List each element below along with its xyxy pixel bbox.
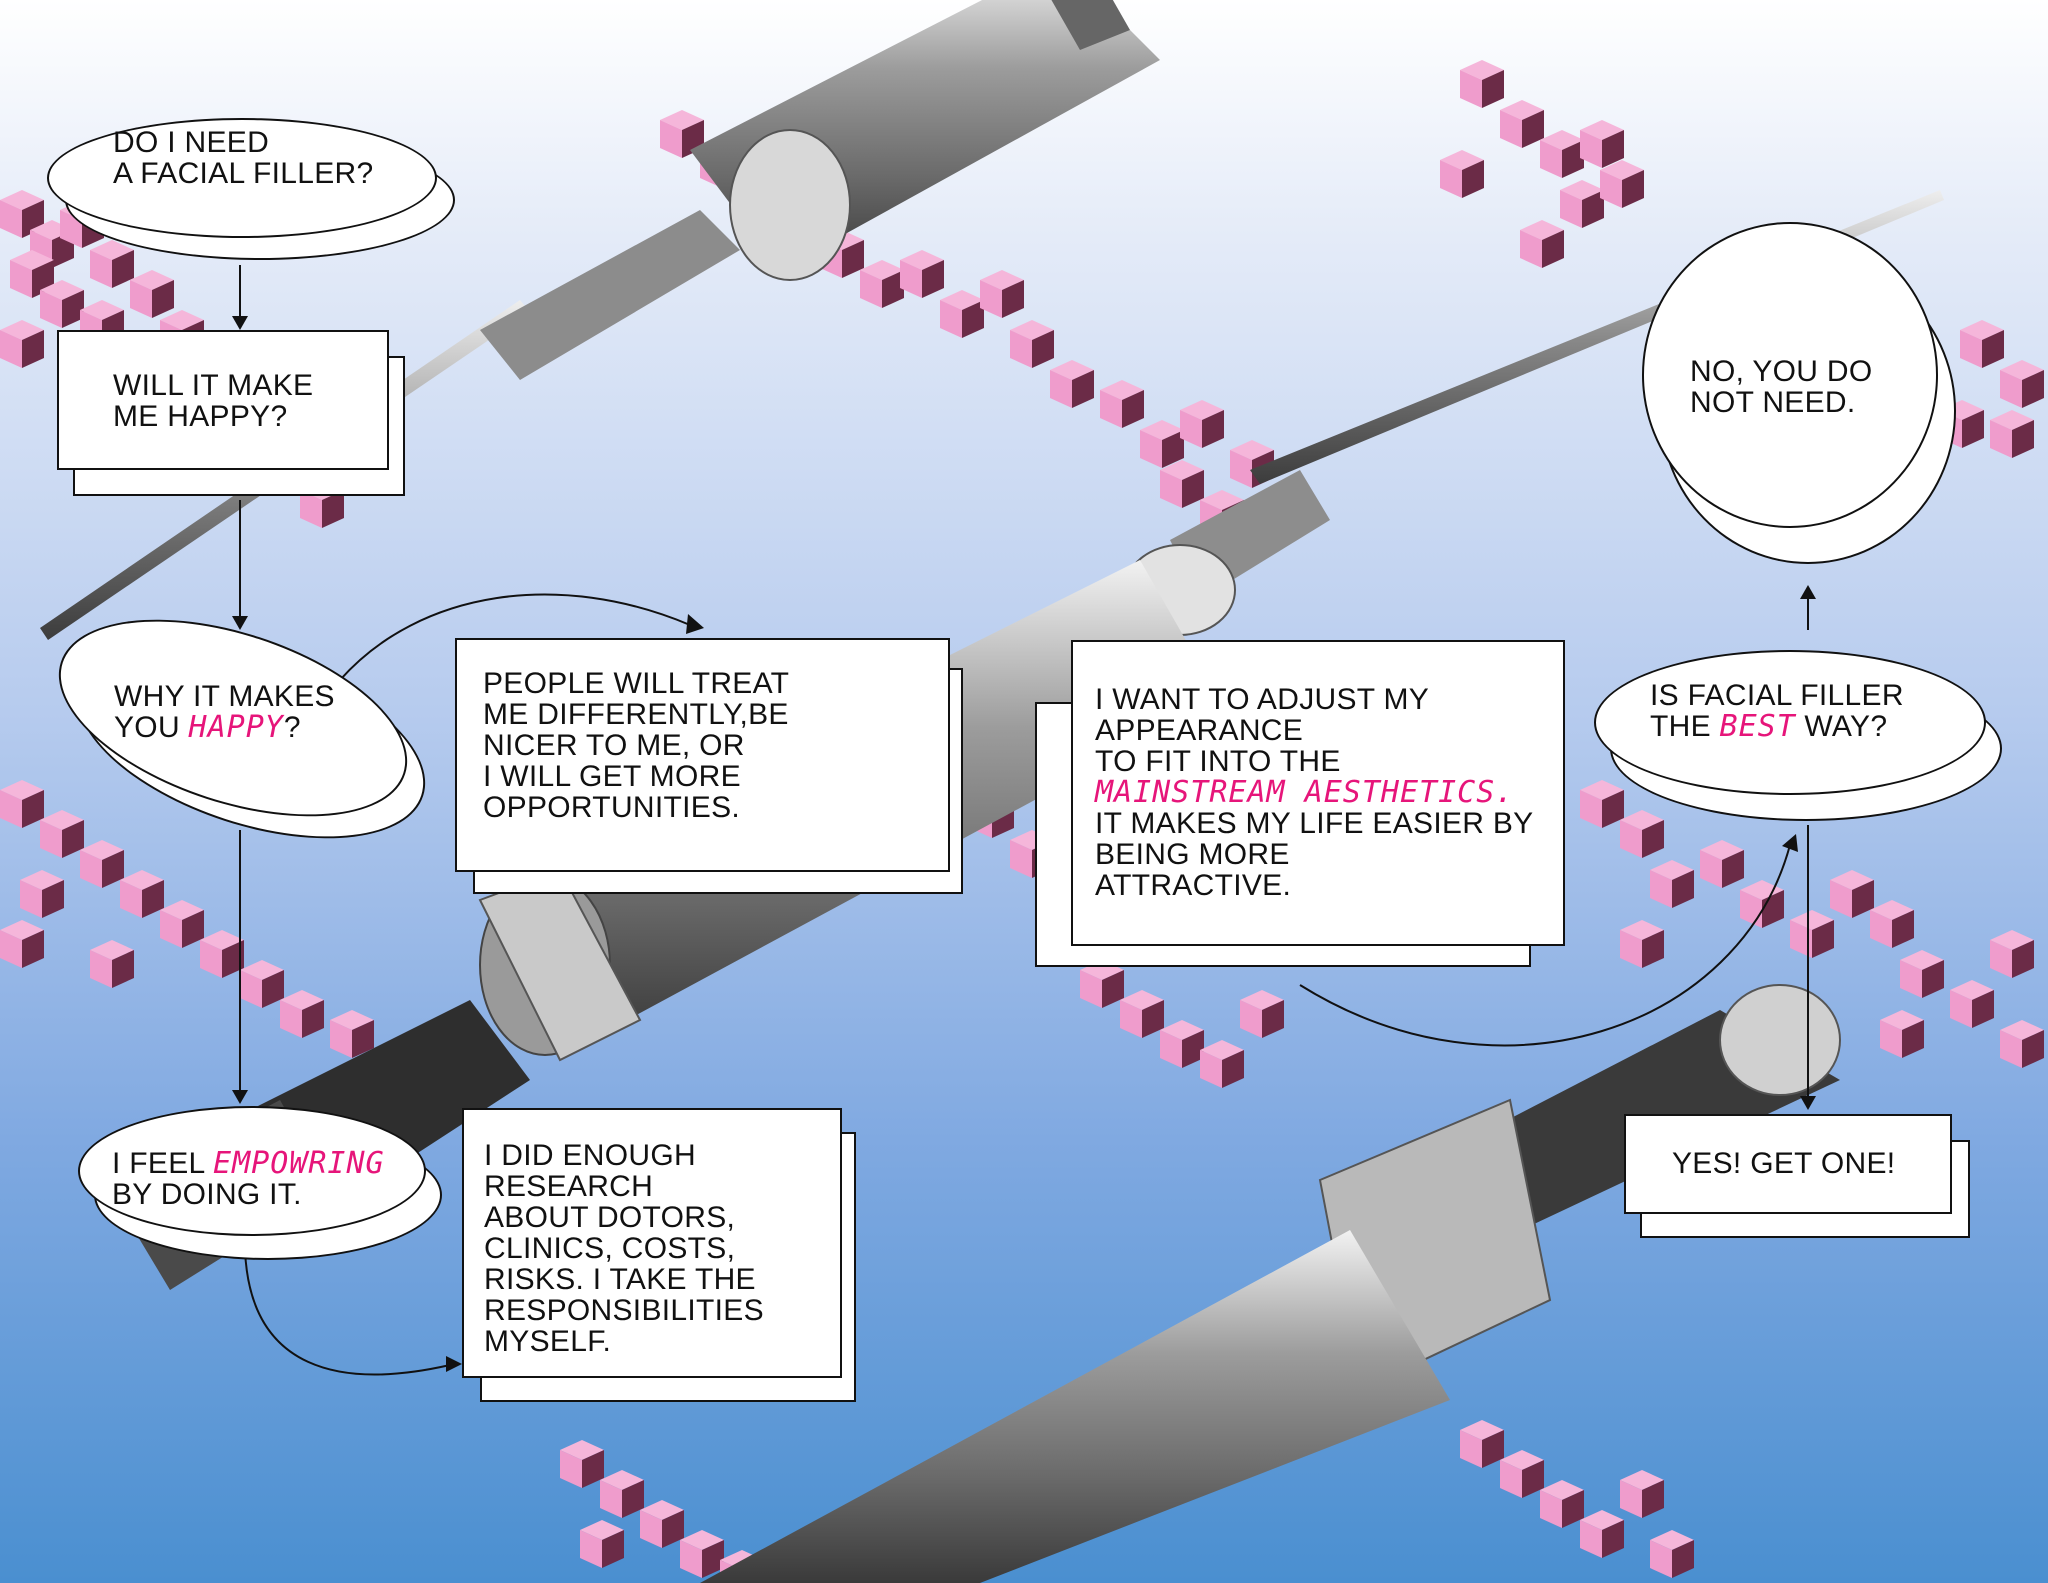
node-adjust-appearance: I WANT TO ADJUST MY APPEARANCE TO FIT IN… [1035, 638, 1575, 973]
node-shape [462, 1108, 842, 1378]
node-text: I WANT TO ADJUST MY APPEARANCE TO FIT IN… [1095, 684, 1534, 901]
node-text-pre: IS FACIAL FILLER THE [1650, 679, 1904, 743]
node-shape [57, 330, 389, 470]
node-best-way: IS FACIAL FILLER THE BEST WAY? [1592, 640, 2012, 830]
upper-syringe [40, 0, 1160, 640]
node-text: I FEEL EMPOWRING BY DOING IT. [112, 1146, 385, 1211]
node-yes-get-one: YES! GET ONE! [1622, 1112, 1977, 1242]
node-shape [1624, 1114, 1952, 1214]
node-people-treat: PEOPLE WILL TREAT ME DIFFERENTLY,BE NICE… [455, 638, 975, 898]
node-text-pre: I WANT TO ADJUST MY APPEARANCE TO FIT IN… [1095, 683, 1430, 778]
node-text-emphasis: HAPPY [188, 710, 284, 745]
node-text: IS FACIAL FILLER THE BEST WAY? [1650, 680, 1904, 742]
node-shape [1071, 640, 1565, 946]
node-text: WILL IT MAKE ME HAPPY? [113, 369, 314, 433]
node-text: DO I NEED A FACIAL FILLER? [113, 126, 374, 190]
pixel-cluster-bottom-right [1460, 1420, 1694, 1578]
node-text-post: BY DOING IT. [112, 1178, 302, 1211]
node-make-happy: WILL IT MAKE ME HAPPY? [55, 328, 415, 498]
node-no-need: NO, YOU DO NOT NEED. [1638, 218, 1968, 568]
lower-syringe [700, 984, 1841, 1583]
node-shape [1642, 222, 1938, 528]
node-text-emphasis: BEST [1719, 709, 1796, 744]
node-text-pre: I FEEL [112, 1147, 214, 1180]
node-text: PEOPLE WILL TREAT ME DIFFERENTLY,BE NICE… [483, 667, 790, 824]
flow-arrows [232, 265, 1816, 1376]
node-text: NO, YOU DO NOT NEED. [1690, 355, 1873, 419]
node-shape [1594, 650, 1986, 795]
node-text: WHY IT MAKES YOU HAPPY? [114, 681, 335, 743]
node-shape [47, 118, 437, 238]
node-text-emphasis: EMPOWRING [213, 1146, 385, 1181]
node-did-research: I DID ENOUGH RESEARCH ABOUT DOTORS, CLIN… [462, 1108, 862, 1408]
node-text-emphasis: MAINSTREAM AESTHETICS. [1095, 775, 1515, 810]
node-shape [455, 638, 950, 872]
node-text-pre: WHY IT MAKES YOU [114, 680, 335, 744]
node-feel-empowering: I FEEL EMPOWRING BY DOING IT. [78, 1098, 458, 1273]
pixel-cluster-bottom-left [560, 1440, 764, 1583]
node-shape [78, 1106, 426, 1236]
node-text-post: IT MAKES MY LIFE EASIER BY BEING MORE AT… [1095, 807, 1534, 902]
node-text-post: ? [283, 711, 301, 744]
node-text: YES! GET ONE! [1672, 1147, 1896, 1180]
node-text-post: WAY? [1795, 710, 1888, 743]
node-text: I DID ENOUGH RESEARCH ABOUT DOTORS, CLIN… [484, 1139, 764, 1358]
node-need-filler: DO I NEED A FACIAL FILLER? [45, 100, 465, 270]
node-why-happy: WHY IT MAKES YOU HAPPY? [34, 581, 450, 877]
